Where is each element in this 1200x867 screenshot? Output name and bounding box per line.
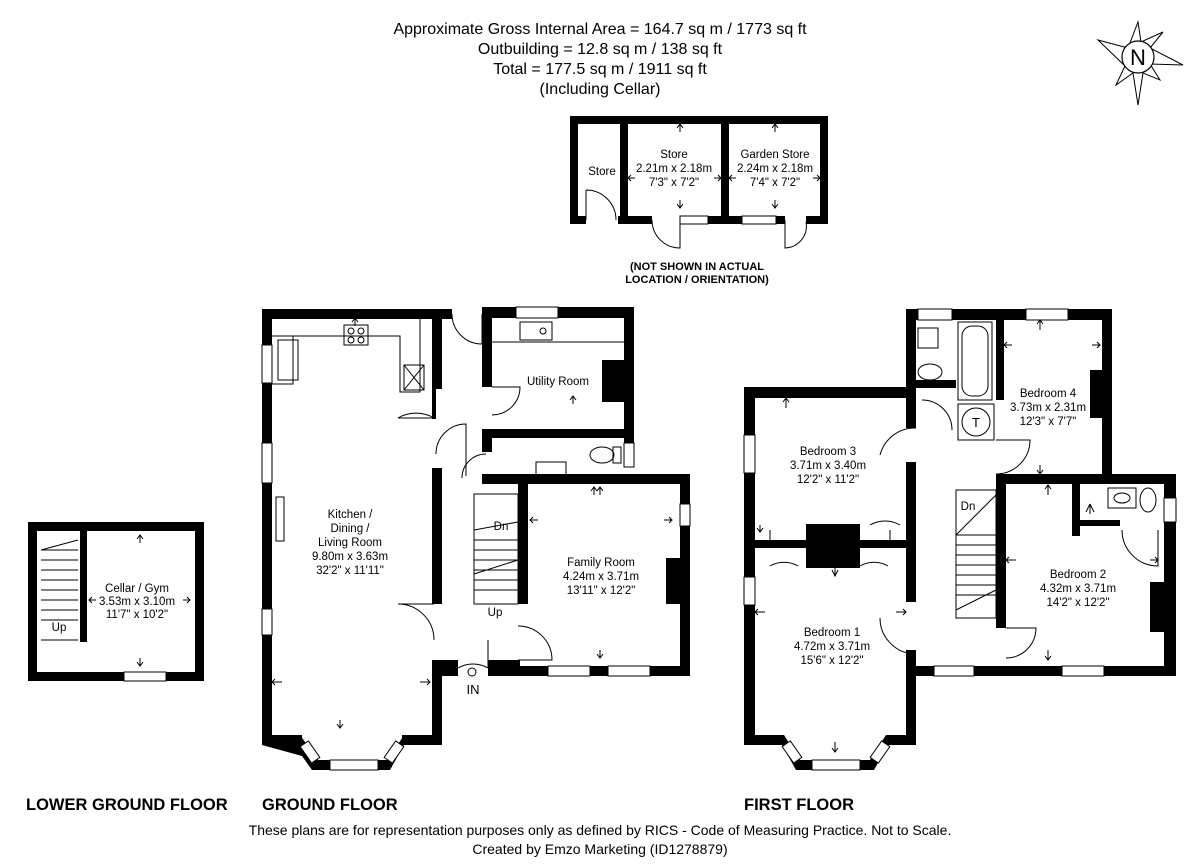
bedroom3-name: Bedroom 3 [800, 446, 856, 458]
area-line-gross: Approximate Gross Internal Area = 164.7 … [393, 21, 807, 38]
kitchen-label-line1: Kitchen / [328, 509, 374, 521]
outbuilding-store-metric: 2.21m x 2.18m [636, 163, 712, 175]
ground-floor-plan: Kitchen / Dining / Living Room 9.80m x 3… [261, 306, 691, 771]
bedroom2-name: Bedroom 2 [1050, 569, 1106, 581]
lower-ground-floor-plan: Up Cellar / Gym 3.53m x 3.10m 11'7" x 10… [28, 522, 204, 682]
garden-store-name: Garden Store [740, 149, 809, 161]
outbuilding-plan: Store Store 2.21m x 2.18m 7'3" x 7'2" Ga… [570, 116, 828, 286]
footer-credit: Created by Emzo Marketing (ID1278879) [472, 841, 728, 857]
bedroom4-imperial: 12'3" x 7'7" [1020, 416, 1077, 428]
outbuilding-note-line1: (NOT SHOWN IN ACTUAL [630, 261, 764, 273]
ground-stairs-down-label: Dn [494, 521, 509, 533]
family-room-imperial: 13'11" x 12'2" [567, 585, 636, 597]
tank-label: T [972, 415, 980, 430]
garden-store-imperial: 7'4" x 7'2" [750, 177, 800, 189]
bedroom2-imperial: 14'2" x 12'2" [1046, 597, 1109, 609]
first-floor-plan: T [743, 308, 1177, 771]
outbuilding-store-imperial: 7'3" x 7'2" [649, 177, 699, 189]
area-line-note: (Including Cellar) [539, 81, 661, 98]
bedroom1-metric: 4.72m x 3.71m [794, 641, 870, 653]
first-floor-title: FIRST FLOOR [744, 796, 854, 814]
bedroom1-name: Bedroom 1 [804, 627, 860, 639]
kitchen-label-line2: Dining / [331, 523, 371, 535]
bedroom3-metric: 3.71m x 3.40m [790, 460, 866, 472]
cellar-imperial: 11'7" x 10'2" [106, 609, 168, 621]
outbuilding-note-line2: LOCATION / ORIENTATION) [625, 274, 769, 286]
kitchen-metric: 9.80m x 3.63m [312, 551, 388, 563]
area-line-total: Total = 177.5 sq m / 1911 sq ft [493, 61, 707, 78]
cellar-name: Cellar / Gym [105, 583, 169, 595]
utility-room-label: Utility Room [527, 376, 589, 388]
kitchen-imperial: 32'2" x 11'11" [316, 565, 384, 577]
entrance-label: IN [467, 682, 480, 697]
ground-floor-title: GROUND FLOOR [262, 796, 398, 814]
cellar-stairs-up-label: Up [52, 622, 67, 634]
cellar-metric: 3.53m x 3.10m [99, 596, 175, 608]
compass-letter: N [1130, 45, 1146, 70]
family-room-metric: 4.24m x 3.71m [563, 571, 639, 583]
area-line-outbuilding: Outbuilding = 12.8 sq m / 138 sq ft [477, 41, 723, 58]
kitchen-label-line3: Living Room [318, 537, 382, 549]
footer-disclaimer: These plans are for representation purpo… [248, 822, 952, 838]
outbuilding-store-name: Store [660, 149, 688, 161]
ground-stairs-up-label: Up [488, 607, 503, 619]
lower-ground-floor-title: LOWER GROUND FLOOR [26, 796, 228, 814]
first-stairs-down-label: Dn [961, 501, 976, 513]
bedroom1-imperial: 15'6" x 12'2" [800, 655, 863, 667]
family-room-name: Family Room [567, 557, 635, 569]
north-compass-icon: N [1096, 20, 1184, 106]
bedroom3-imperial: 12'2" x 11'2" [797, 474, 859, 486]
bedroom4-metric: 3.73m x 2.31m [1010, 402, 1086, 414]
bedroom4-name: Bedroom 4 [1020, 388, 1077, 400]
bedroom2-metric: 4.32m x 3.71m [1040, 583, 1116, 595]
outbuilding-store-small-label: Store [588, 166, 616, 178]
garden-store-metric: 2.24m x 2.18m [737, 163, 813, 175]
